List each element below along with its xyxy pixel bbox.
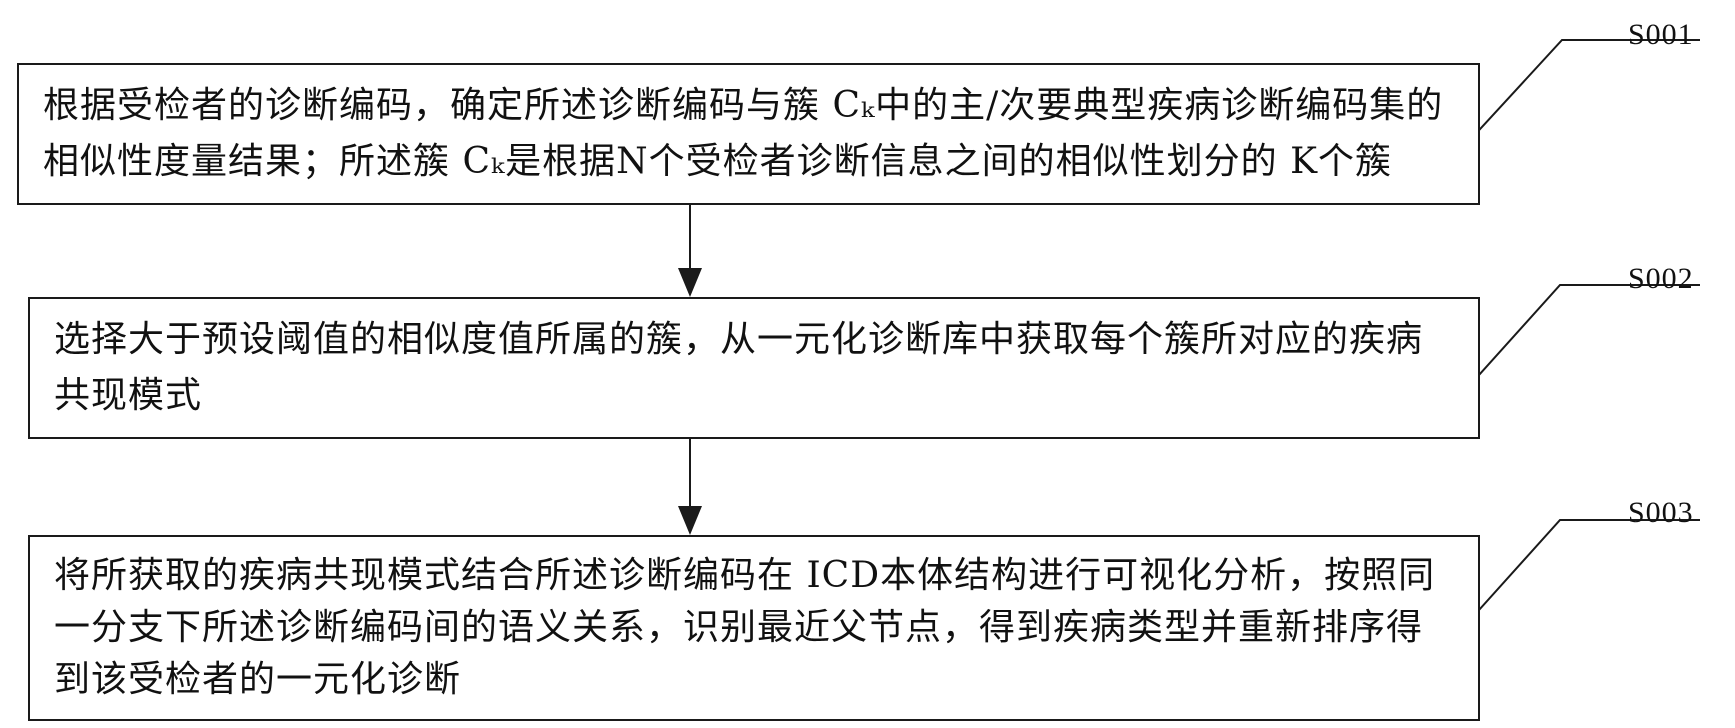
step-box-s001: 根据受检者的诊断编码，确定所述诊断编码与簇 Cₖ中的主/次要典型疾病诊断编码集的… xyxy=(17,63,1480,205)
step-box-s002: 选择大于预设阈值的相似度值所属的簇，从一元化诊断库中获取每个簇所对应的疾病共现模… xyxy=(28,297,1480,439)
step-text-s002: 选择大于预设阈值的相似度值所属的簇，从一元化诊断库中获取每个簇所对应的疾病共现模… xyxy=(54,319,1424,416)
step-label-s003: S003 xyxy=(1628,496,1694,529)
leader-line-s002 xyxy=(1469,284,1700,386)
step-label-s001: S001 xyxy=(1628,18,1694,51)
step-box-s003: 将所获取的疾病共现模式结合所述诊断编码在 ICD本体结构进行可视化分析，按照同一… xyxy=(28,535,1480,721)
arrowhead-s002-to-s003 xyxy=(678,506,702,535)
leader-line-s003 xyxy=(1469,519,1700,621)
arrowhead-s001-to-s002 xyxy=(678,268,702,297)
step-text-s001: 根据受检者的诊断编码，确定所述诊断编码与簇 Cₖ中的主/次要典型疾病诊断编码集的… xyxy=(43,85,1444,182)
step-text-s003: 将所获取的疾病共现模式结合所述诊断编码在 ICD本体结构进行可视化分析，按照同一… xyxy=(54,555,1436,700)
step-label-s002: S002 xyxy=(1628,262,1694,295)
leader-line-s001 xyxy=(1469,39,1700,141)
